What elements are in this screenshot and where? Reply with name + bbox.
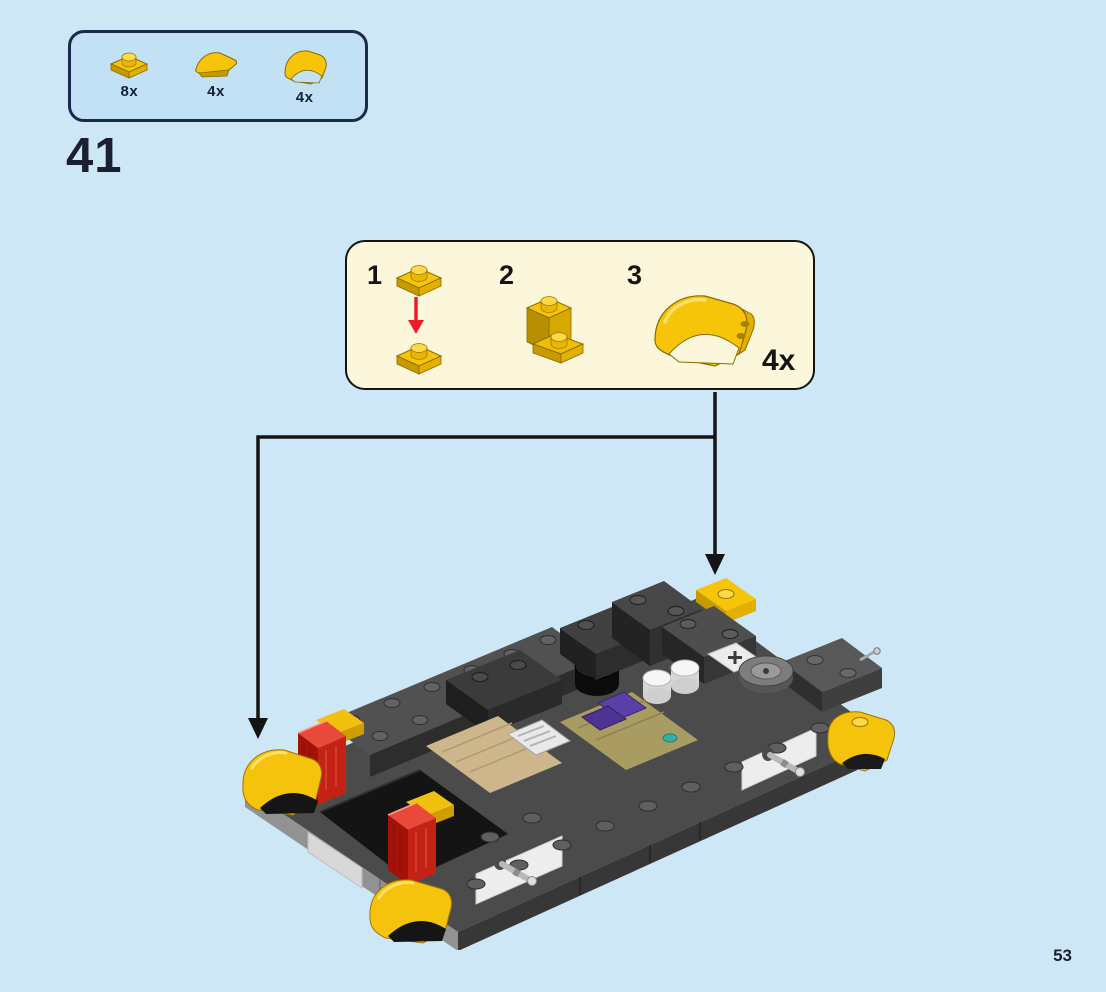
part-item: 4x — [281, 45, 329, 106]
bracket-plates-yellow-icon — [525, 296, 585, 364]
part-item: 8x — [107, 45, 151, 100]
parts-summary-box: 8x 4x 4x — [68, 30, 368, 122]
purple-plates — [580, 691, 648, 731]
car-chassis-model-illustration — [242, 578, 896, 950]
step-number: 41 — [66, 129, 123, 183]
yellow-mudguard-right — [827, 711, 896, 772]
axle-pin-rear — [762, 747, 805, 777]
axle-pin-front — [494, 856, 537, 886]
substeps-callout: 1 2 — [345, 240, 815, 390]
part-item: 4x — [192, 45, 240, 100]
plate-1x1-yellow-icon — [110, 52, 149, 79]
plate-1x1-top-icon — [395, 265, 443, 297]
substep-number: 1 — [367, 260, 383, 290]
plate-1x1-bottom-icon — [395, 343, 443, 375]
mudguard-yellow-large-icon — [654, 295, 755, 367]
substep-number: 3 — [627, 260, 643, 290]
red-assembly-arrow-icon — [408, 297, 424, 334]
substep-number: 2 — [499, 260, 515, 290]
part-count: 4x — [207, 83, 225, 100]
turntable — [738, 655, 794, 693]
part-count: 8x — [120, 83, 139, 100]
mudguard-yellow-icon — [284, 50, 327, 85]
quantity-label: 4x — [762, 344, 796, 377]
yellow-mudguard-left — [242, 749, 323, 816]
red-light-brick-front — [387, 791, 454, 885]
grille-tile — [506, 719, 572, 756]
white-round-bricks — [642, 659, 700, 704]
part-count: 4x — [295, 89, 314, 106]
dark-brick-left — [446, 650, 562, 734]
yellow-mudguard-front — [369, 879, 453, 944]
curved-slope-yellow-icon — [195, 52, 237, 78]
page-number: 53 — [1053, 946, 1072, 965]
left-wall-panel — [307, 831, 363, 889]
